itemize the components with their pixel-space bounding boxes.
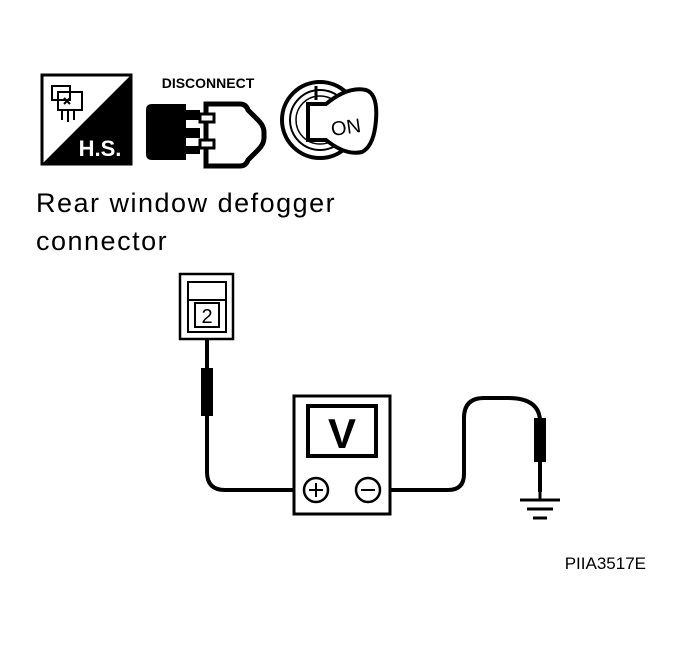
- positive-probe: [201, 368, 213, 416]
- ignition-key-on-icon: ON: [280, 80, 379, 160]
- ignition-on-label: ON: [330, 115, 363, 141]
- negative-lead: [368, 396, 542, 492]
- ground-icon: [520, 490, 560, 520]
- defogger-connector: 2: [178, 272, 235, 341]
- figure-id: PIIA3517E: [565, 554, 646, 573]
- positive-lead: [205, 339, 316, 492]
- terminal-number: 2: [201, 306, 212, 328]
- disconnect-label: DISCONNECT: [162, 75, 255, 91]
- voltmeter-label: V: [328, 410, 356, 457]
- caption-line-1: Rear window defogger: [36, 188, 336, 218]
- voltmeter: V: [292, 394, 392, 516]
- caption-line-2: connector: [36, 226, 168, 256]
- harness-side-icon: H.S.: [40, 73, 133, 166]
- negative-probe: [534, 418, 546, 462]
- harness-side-label: H.S.: [79, 136, 122, 161]
- test-leads: [205, 339, 542, 492]
- disconnect-connector-icon: DISCONNECT: [146, 75, 267, 169]
